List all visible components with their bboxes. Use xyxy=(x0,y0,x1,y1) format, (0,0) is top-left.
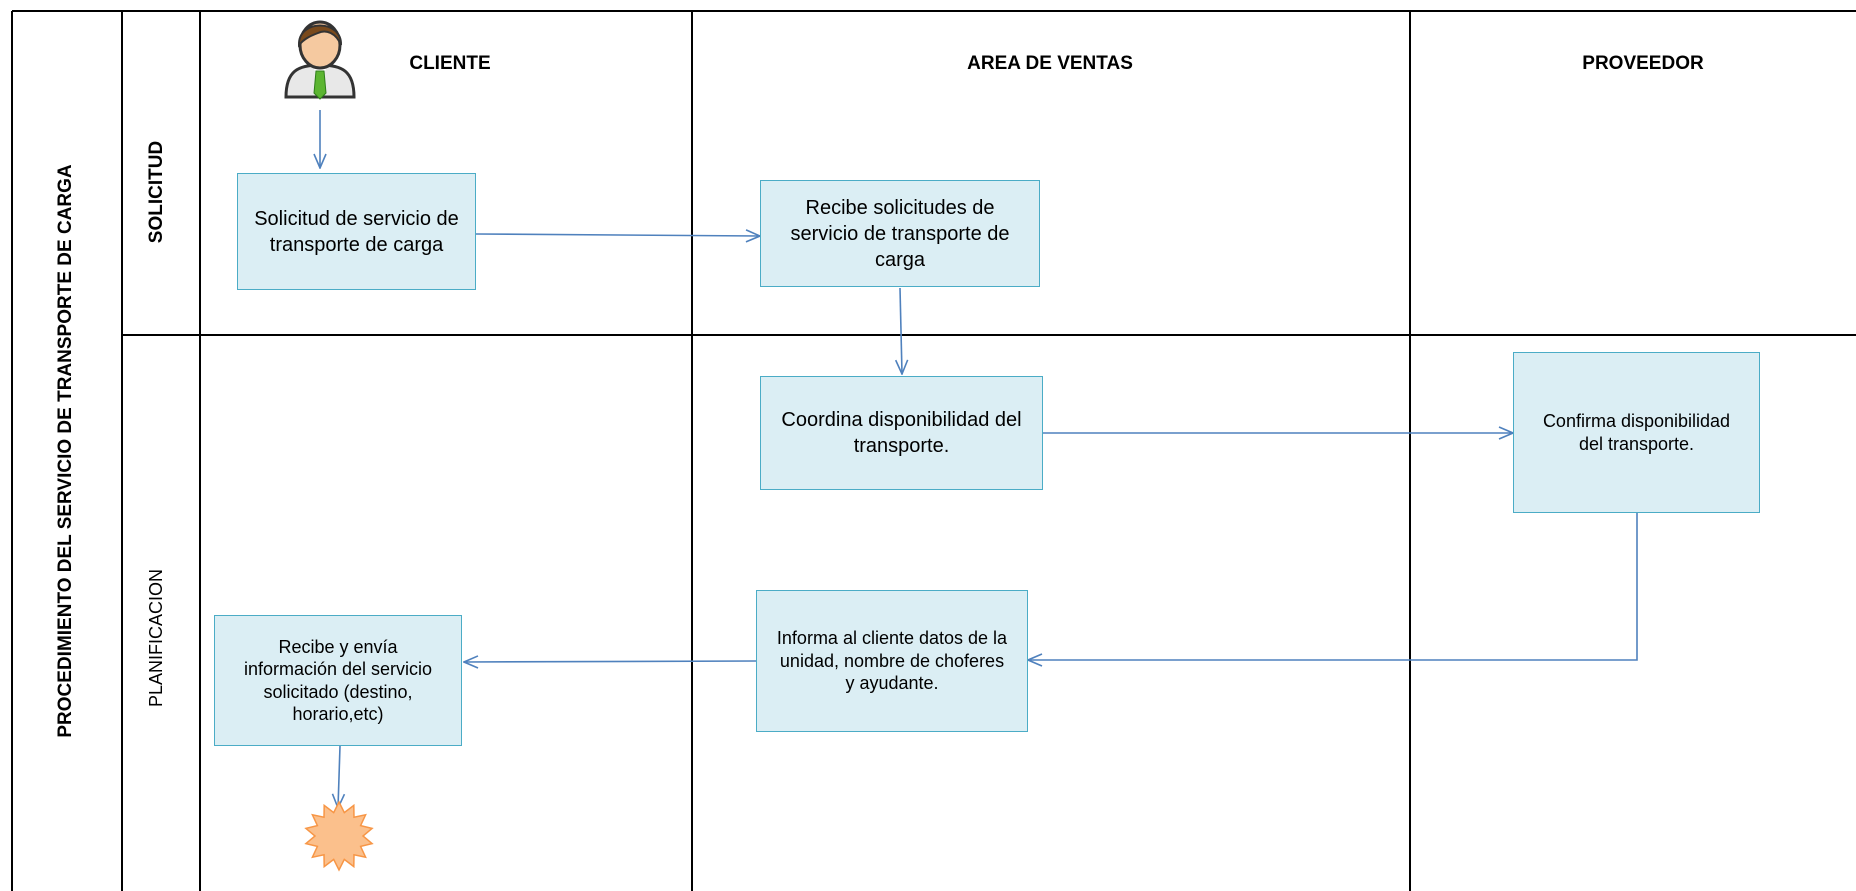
lane-header-cliente: CLIENTE xyxy=(409,53,491,74)
node-confirma-disponibilidad: Confirma disponibilidad del transporte. xyxy=(1513,352,1760,513)
phase-label-solicitud: SOLICITUD xyxy=(146,140,167,244)
node-informa-cliente: Informa al cliente datos de la unidad, n… xyxy=(756,590,1028,732)
arrow-recibe-to-coordina xyxy=(900,287,902,374)
phase-label-planificacion: PLANIFICACION xyxy=(146,568,166,708)
node-solicitud-servicio: Solicitud de servicio de transporte de c… xyxy=(237,173,476,290)
node-recibe-envia-informacion: Recibe y envía información del servicio … xyxy=(214,615,462,746)
arrow-solicitud-to-recibe xyxy=(475,234,760,236)
burst-end-icon xyxy=(304,800,374,872)
lane-grid xyxy=(11,10,1856,891)
arrow-informa-to-cliente xyxy=(464,661,757,662)
arrow-cliente-to-end xyxy=(338,745,340,808)
flow-arrows xyxy=(320,110,1638,808)
lane-header-ventas: AREA DE VENTAS xyxy=(967,53,1133,74)
node-coordina-disponibilidad: Coordina disponibilidad del transporte. xyxy=(760,376,1043,490)
diagram-title: PROCEDIMIENTO DEL SERVICIO DE TRANSPORTE… xyxy=(55,164,76,738)
businessman-icon xyxy=(284,20,356,100)
arrow-confirma-to-informa xyxy=(1028,513,1638,660)
lane-header-proveedor: PROVEEDOR xyxy=(1582,53,1704,74)
node-recibe-solicitudes: Recibe solicitudes de servicio de transp… xyxy=(760,180,1040,287)
